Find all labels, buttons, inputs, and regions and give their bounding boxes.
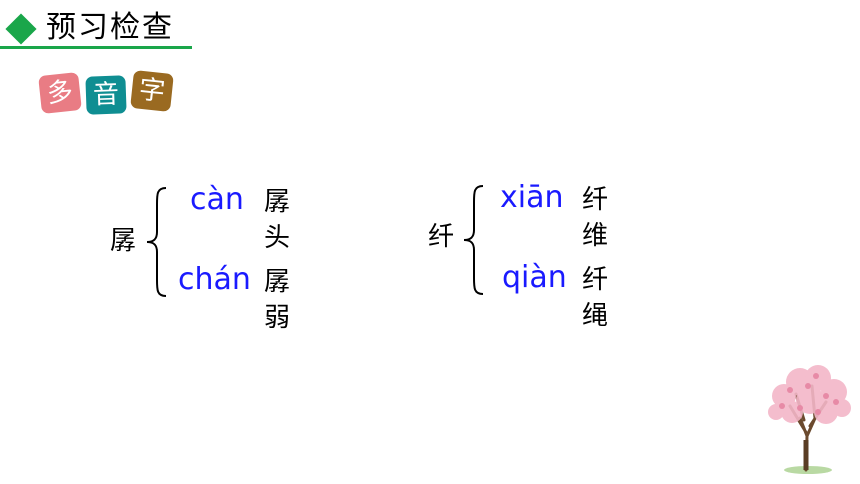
left-brace-icon [146, 187, 167, 297]
group-character: 纤 [428, 222, 455, 252]
blossom-tree-icon [768, 365, 851, 474]
example-word: 孱弱 [264, 267, 292, 333]
pinyin-reading: xiān [500, 180, 564, 215]
pinyin-reading: qiàn [502, 260, 567, 295]
polyphone-badges: 多 音 字 [38, 70, 180, 116]
section-header: 预习检查 [0, 0, 200, 52]
badge-duo: 多 [38, 72, 82, 114]
example-word: 纤绳 [582, 265, 610, 331]
group-character: 孱 [110, 226, 137, 256]
left-brace-icon [463, 185, 484, 295]
example-word: 纤维 [582, 185, 610, 251]
diamond-icon [5, 13, 37, 45]
example-word: 孱头 [264, 187, 292, 253]
badge-zi: 字 [130, 70, 174, 112]
section-title: 预习检查 [46, 10, 174, 45]
header-underline [0, 46, 192, 49]
pinyin-reading: càn [190, 182, 244, 217]
badge-yin: 音 [85, 75, 127, 115]
pinyin-reading: chán [178, 262, 251, 297]
